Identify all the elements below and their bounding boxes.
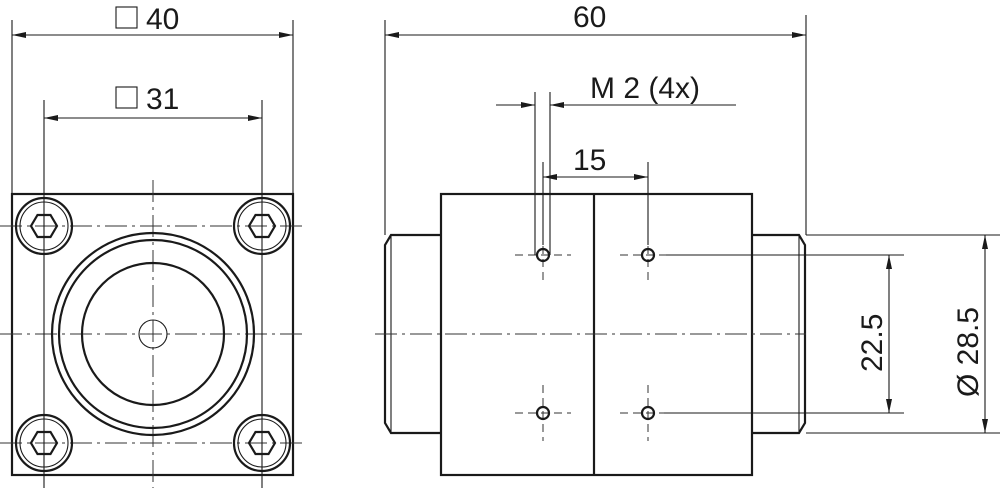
threaded-holes	[515, 233, 676, 441]
dim-40-label: 40	[146, 3, 179, 36]
front-view: 40 31	[0, 3, 305, 488]
hole-icon	[515, 233, 571, 283]
thread-label: M 2 (4x)	[590, 72, 700, 105]
bolt-icon	[14, 196, 74, 256]
side-view: 60 M 2 (4x) 15 22.5 Ø 28.5	[375, 1, 1000, 477]
center-hole	[138, 319, 168, 349]
bolt-icon	[232, 196, 292, 256]
bolt-icon	[14, 413, 74, 473]
hole-icon	[515, 385, 571, 441]
dim-60-label: 60	[573, 1, 606, 34]
dim-31-label: 31	[146, 83, 179, 116]
inner-bore	[80, 261, 226, 407]
dim-15-label: 15	[573, 144, 606, 177]
bolt-icon	[232, 413, 292, 473]
square-symbol-icon	[115, 6, 138, 29]
square-symbol-icon	[115, 86, 138, 109]
bolt-heads	[14, 196, 292, 473]
outer-ring	[50, 231, 256, 437]
dim-22-5-label: 22.5	[856, 314, 889, 372]
dim-28-5-label: Ø 28.5	[952, 307, 985, 397]
